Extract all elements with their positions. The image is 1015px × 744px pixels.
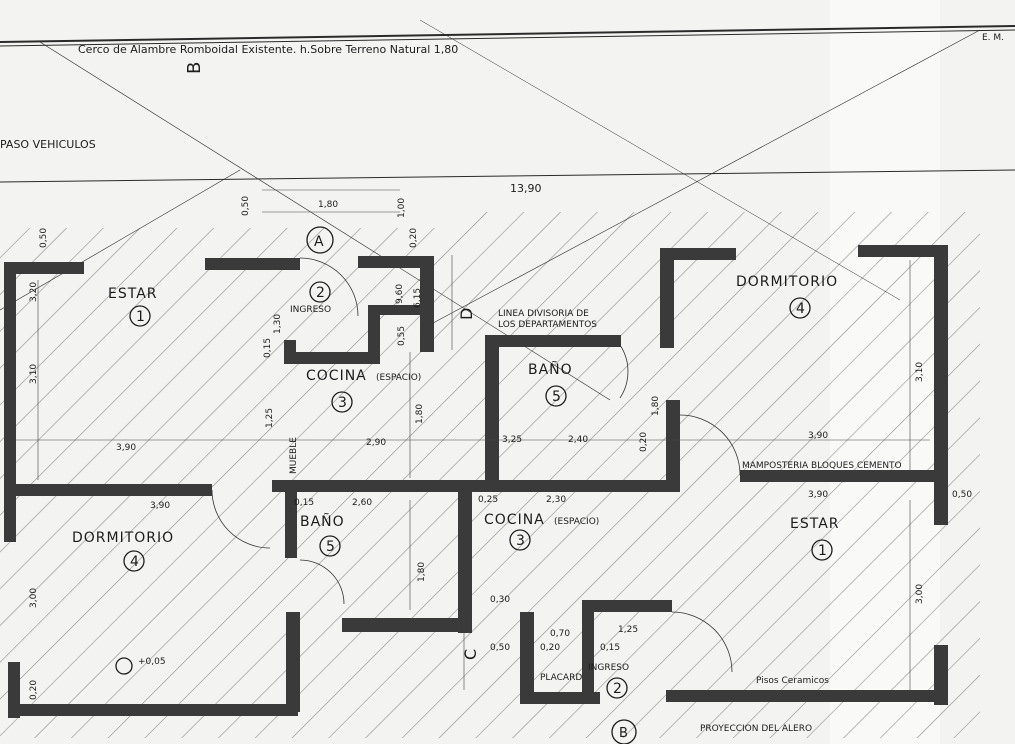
dim-125b: 1,25 (618, 625, 638, 635)
eave-label: PROYECCION DEL ALERO (700, 724, 812, 734)
placard-label: PLACARD (540, 673, 582, 683)
dim-325: 3,25 (502, 435, 522, 445)
dim-960: 9,60 (395, 284, 405, 304)
dimension-lines (14, 189, 930, 690)
dim-240: 2,40 (568, 435, 588, 445)
dim-020c: 0,20 (29, 680, 39, 700)
dim-390a: 3,90 (116, 443, 136, 453)
room-ingreso-left: INGRESO (290, 305, 331, 315)
room-estar-left: ESTAR (108, 286, 158, 302)
dim-125: 1,25 (265, 408, 275, 428)
mueble-label: MUEBLE (289, 437, 299, 474)
dim-015a: 0,15 (263, 338, 273, 358)
section-markers (115, 226, 833, 744)
masonry-label: MAMPOSTERIA BLOQUES CEMENTO (742, 461, 902, 471)
room-cocina-right: COCINA (484, 512, 545, 528)
dim-050c: 0,50 (952, 490, 972, 500)
room-dormitorio-right: DORMITORIO (736, 274, 838, 290)
dim-390b: 3,90 (150, 501, 170, 511)
dim-180c: 1,80 (651, 396, 661, 416)
room-cocina-right-num: 3 (516, 533, 525, 549)
dim-050b: 0,50 (39, 228, 49, 248)
room-bano-center-num: 5 (552, 389, 561, 405)
room-ingreso-left-num: 2 (316, 285, 325, 301)
room-bano-left-num: 5 (326, 539, 335, 555)
dim-025: 0,25 (478, 495, 498, 505)
dim-290: 2,90 (366, 438, 386, 448)
room-ingreso-right-num: 2 (613, 681, 622, 697)
dim-180low: 1,80 (417, 562, 427, 582)
room-dormitorio-right-num: 4 (796, 301, 805, 317)
dim-230: 2,30 (546, 495, 566, 505)
room-bano-left: BAÑO (300, 513, 345, 530)
dividing-line-label-1: LINEA DIVISORIA DE (498, 309, 589, 319)
dim-260: 2,60 (352, 498, 372, 508)
room-cocina-left-note: (ESPACIO) (376, 373, 421, 383)
section-mark-b: B (184, 62, 205, 74)
room-cocina-right-note: (ESPACIO) (554, 517, 599, 527)
room-ingreso-right: INGRESO (588, 663, 629, 673)
room-bano-center: BAÑO (528, 361, 573, 378)
dim-050a: 0,50 (241, 196, 251, 216)
section-mark-d: D (457, 308, 476, 320)
dim-020b: 0,20 (639, 432, 649, 452)
property-lines (0, 19, 1015, 401)
room-dormitorio-left-num: 4 (130, 554, 139, 570)
dim-390d: 3,90 (808, 490, 828, 500)
room-dormitorio-left: DORMITORIO (72, 530, 174, 546)
section-mark-b-bottom: B (619, 726, 628, 741)
dim-310r: 3,10 (915, 362, 925, 382)
section-mark-a: A (314, 234, 324, 250)
dim-390c: 3,90 (808, 431, 828, 441)
dim-615: 6,15 (413, 288, 423, 308)
room-cocina-left-num: 3 (338, 395, 347, 411)
dim-020d: 0,20 (540, 643, 560, 653)
dividing-line-label-2: LOS DEPARTAMENTOS (498, 320, 597, 330)
door-swings (211, 257, 741, 673)
room-estar-right-num: 1 (818, 543, 827, 559)
ceramic-label: Pisos Ceramicos (756, 676, 829, 686)
dim-015b: 0,15 (294, 498, 314, 508)
dim-070: 0,70 (550, 629, 570, 639)
dim-130: 1,30 (273, 314, 283, 334)
dim-100: 1,00 (397, 198, 407, 218)
vehicle-path-label: PASO VEHICULOS (0, 138, 96, 151)
dimension-texts: 0,50 1,80 1,00 0,20 0,50 3,20 3,10 3,90 … (29, 196, 972, 700)
dim-050d: 0,50 (490, 643, 510, 653)
room-estar-right: ESTAR (790, 516, 840, 532)
fence-note: Cerco de Alambre Romboidal Existente. h.… (78, 43, 458, 56)
dim-300: 3,00 (29, 588, 39, 608)
dim-180top: 1,80 (318, 200, 338, 210)
dim-015c: 0,15 (600, 643, 620, 653)
level-label: +0,05 (138, 657, 166, 667)
walls (4, 245, 948, 718)
corner-mark: E. M. (982, 33, 1004, 43)
dim-300r: 3,00 (915, 584, 925, 604)
dim-055: 0,55 (397, 326, 407, 346)
dim-020: 0,20 (409, 228, 419, 248)
room-cocina-left: COCINA (306, 368, 367, 384)
dim-320: 3,20 (29, 282, 39, 302)
dim-030: 0,30 (490, 595, 510, 605)
dim-310: 3,10 (29, 364, 39, 384)
total-width-dim: 13,90 (510, 182, 542, 195)
section-mark-c: C (461, 649, 480, 660)
dim-180mid: 1,80 (415, 404, 425, 424)
room-estar-left-num: 1 (136, 309, 145, 325)
